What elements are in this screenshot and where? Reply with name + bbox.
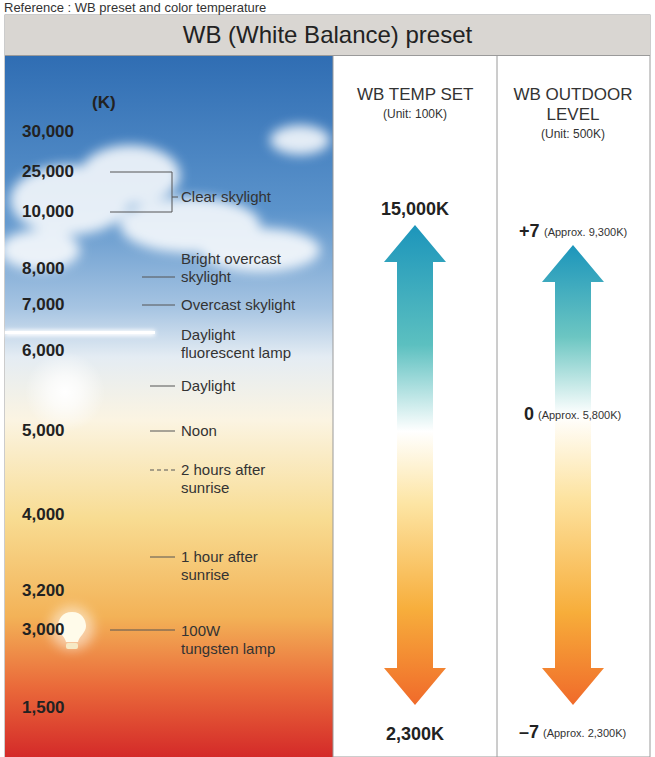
light-source-label: 2 hours after sunrise bbox=[181, 461, 281, 497]
sky-gradient bbox=[5, 55, 333, 757]
title: WB (White Balance) preset bbox=[183, 21, 472, 49]
light-source-label: Noon bbox=[181, 422, 321, 440]
light-source-label: Daylight fluorescent lamp bbox=[181, 326, 306, 362]
column-heading: WB TEMP SET bbox=[357, 85, 474, 105]
approx-note: (Approx. 9,300K) bbox=[544, 226, 627, 239]
light-source-label: Bright overcast skylight bbox=[181, 250, 306, 286]
scale-value: 25,000 bbox=[22, 162, 74, 182]
fluorescent-tube bbox=[5, 331, 155, 334]
light-source-label: 1 hour after sunrise bbox=[181, 548, 281, 584]
leader-lines bbox=[110, 172, 178, 630]
light-source-label: Clear skylight bbox=[181, 188, 321, 206]
column-heading: WB OUTDOOR LEVEL bbox=[513, 85, 633, 126]
scale-value: 7,000 bbox=[22, 295, 65, 315]
sun-glow bbox=[25, 352, 105, 432]
unit-note: (Unit: 500K) bbox=[541, 127, 605, 141]
scale-value: 5,000 bbox=[22, 421, 65, 441]
column-divider bbox=[333, 55, 334, 757]
temp-set-arrow bbox=[384, 225, 446, 705]
approx-note: (Approx. 5,800K) bbox=[538, 409, 621, 422]
fluorescent-glow bbox=[5, 330, 155, 336]
scale-value: 3,200 bbox=[22, 581, 65, 601]
level-value: +7 bbox=[519, 221, 540, 243]
level-value: 0 bbox=[524, 404, 534, 426]
clouds bbox=[0, 125, 330, 272]
range-value: 2,300K bbox=[386, 724, 444, 746]
unit-note: (Unit: 100K) bbox=[383, 107, 447, 121]
reference-note: Reference : WB preset and color temperat… bbox=[4, 0, 266, 16]
light-source-label: Daylight bbox=[181, 377, 321, 395]
scale-value: 30,000 bbox=[22, 122, 74, 142]
scale-value: 3,000 bbox=[22, 620, 65, 640]
light-source-label: 100W tungsten lamp bbox=[181, 622, 281, 658]
outdoor-level-arrow bbox=[542, 245, 604, 705]
scale-value: 8,000 bbox=[22, 259, 65, 279]
frame bbox=[5, 15, 650, 757]
column-divider bbox=[497, 55, 498, 757]
unit-label: (K) bbox=[92, 93, 116, 113]
approx-note: (Approx. 2,300K) bbox=[543, 727, 626, 740]
range-value: 15,000K bbox=[381, 199, 449, 221]
scale-value: 6,000 bbox=[22, 341, 65, 361]
scale-value: 4,000 bbox=[22, 505, 65, 525]
title-band: WB (White Balance) preset bbox=[5, 15, 650, 56]
light-source-label: Overcast skylight bbox=[181, 296, 321, 314]
scale-value: 10,000 bbox=[22, 202, 74, 222]
scale-value: 1,500 bbox=[22, 698, 65, 718]
level-value: –7 bbox=[519, 722, 539, 744]
